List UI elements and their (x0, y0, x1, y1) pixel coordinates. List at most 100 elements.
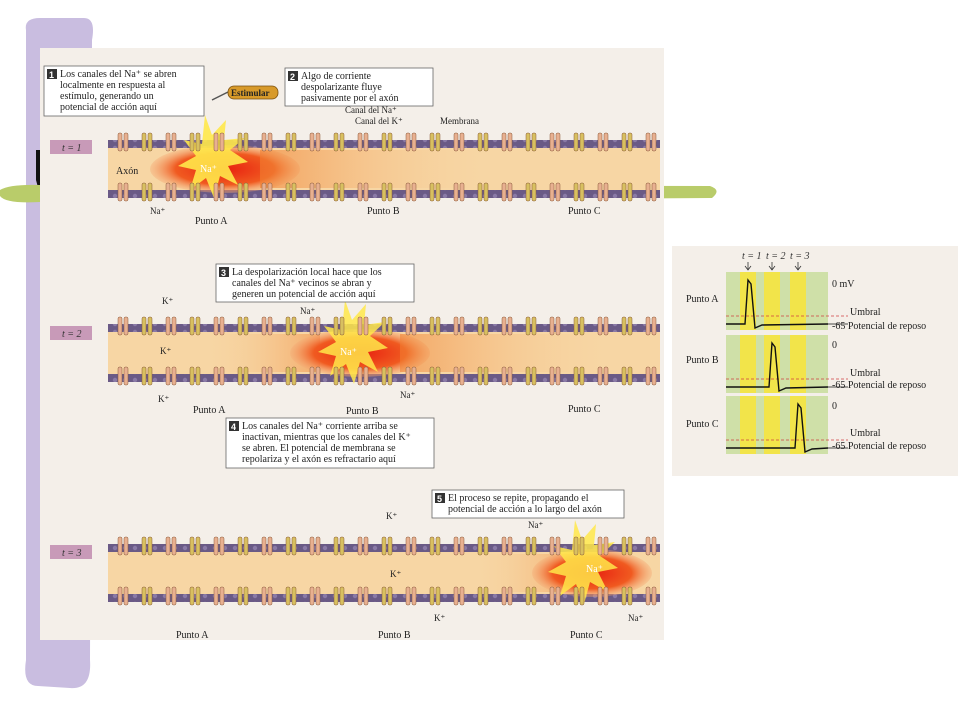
na-channel (213, 182, 219, 202)
callout-2-line: Algo de corriente (301, 71, 372, 82)
callout-1-line: Los canales del Na⁺ se abren (60, 69, 177, 80)
na-channel (555, 536, 561, 556)
graph-top-label: 0 mV (832, 279, 855, 290)
timestep-badge (50, 140, 92, 154)
k-channel (189, 536, 195, 556)
k-label: K⁺ (162, 296, 173, 306)
callout-5-num-box (435, 493, 445, 503)
k-channel (285, 316, 291, 336)
graph-point-label: Punto A (686, 294, 719, 305)
k-channel (189, 366, 195, 386)
k-channel (141, 366, 147, 386)
callout-3-num: 3 (221, 268, 226, 278)
callout-5 (431, 489, 625, 519)
k-channel (195, 182, 201, 202)
na-channel (363, 366, 369, 386)
k-channel (627, 536, 633, 556)
callout-4 (225, 417, 435, 469)
na-channel (507, 536, 513, 556)
na-channel (117, 536, 123, 556)
k-channel (531, 182, 537, 202)
graph-time-band (790, 396, 806, 454)
na-channel (309, 536, 315, 556)
graph-rest-label: -65 Potencial de reposo (832, 441, 926, 452)
graph-time-band (790, 335, 806, 393)
na-channel (309, 366, 315, 386)
callout-2-num-box (288, 71, 298, 81)
na-channel (603, 536, 609, 556)
na-channel (501, 316, 507, 336)
na-channel (357, 586, 363, 606)
k-channel (141, 316, 147, 336)
callout-2-num: 2 (290, 72, 295, 82)
na-channel (411, 316, 417, 336)
na-channel (165, 536, 171, 556)
na-channel (459, 366, 465, 386)
na-channel (507, 182, 513, 202)
k-channel (531, 536, 537, 556)
na-channel (549, 132, 555, 152)
na-channel (501, 132, 507, 152)
na-label: Na⁺ (200, 164, 217, 175)
k-channel (333, 132, 339, 152)
callout-3 (215, 263, 415, 303)
k-channel (285, 586, 291, 606)
row-t2: t = 2 Na⁺ Na⁺ Na⁺ K⁺ K⁺ K⁺ Punto A Punto… (50, 263, 660, 469)
k-channel (573, 316, 579, 336)
na-channel (123, 366, 129, 386)
na-channel (597, 182, 603, 202)
channels-t1 (117, 132, 657, 202)
na-channel (171, 366, 177, 386)
k-channel (621, 316, 627, 336)
na-channel (603, 182, 609, 202)
na-channel (651, 316, 657, 336)
k-channel (291, 536, 297, 556)
na-channel (171, 132, 177, 152)
na-channel (405, 366, 411, 386)
k-channel (525, 536, 531, 556)
k-channel (243, 586, 249, 606)
na-channel (603, 316, 609, 336)
k-channel (579, 366, 585, 386)
action-potential-trace (726, 402, 829, 454)
timestep-badge (50, 545, 92, 559)
graph-time-band (764, 335, 780, 393)
point-a-label: Punto A (193, 405, 226, 416)
na-channel (453, 536, 459, 556)
graph-point-label: Punto B (686, 355, 719, 366)
k-channel (435, 316, 441, 336)
na-channel (357, 182, 363, 202)
k-channel (339, 586, 345, 606)
na-channel (555, 366, 561, 386)
k-channel (573, 182, 579, 202)
k-channel (483, 182, 489, 202)
na-channel (165, 316, 171, 336)
na-channel (165, 182, 171, 202)
k-channel (477, 132, 483, 152)
na-channel (453, 132, 459, 152)
na-channel (219, 536, 225, 556)
na-channel (405, 132, 411, 152)
callout-1-num: 1 (49, 70, 54, 80)
k-channel (477, 586, 483, 606)
channels-t2 (117, 316, 657, 386)
k-channel (237, 182, 243, 202)
k-channel (525, 182, 531, 202)
graph-umbral-label: Umbral (850, 307, 881, 318)
callout-4-line: repolariza y el axón es refractario aquí (242, 454, 396, 465)
na-label-outside: Na⁺ (400, 390, 415, 400)
membrane-potential-graph: t = 1 t = 2 t = 3 Punto A 0 mV Umbral -6… (672, 246, 958, 476)
na-channel (117, 132, 123, 152)
na-channel (459, 132, 465, 152)
k-channel (333, 536, 339, 556)
passive-current-fade (400, 334, 620, 372)
na-channel (453, 316, 459, 336)
k-channel (237, 132, 243, 152)
axon-label: Axón (116, 166, 138, 177)
k-channel (573, 536, 579, 556)
na-channel (261, 536, 267, 556)
k-channel (381, 182, 387, 202)
na-channel (261, 366, 267, 386)
na-channel (171, 586, 177, 606)
k-channel (333, 182, 339, 202)
